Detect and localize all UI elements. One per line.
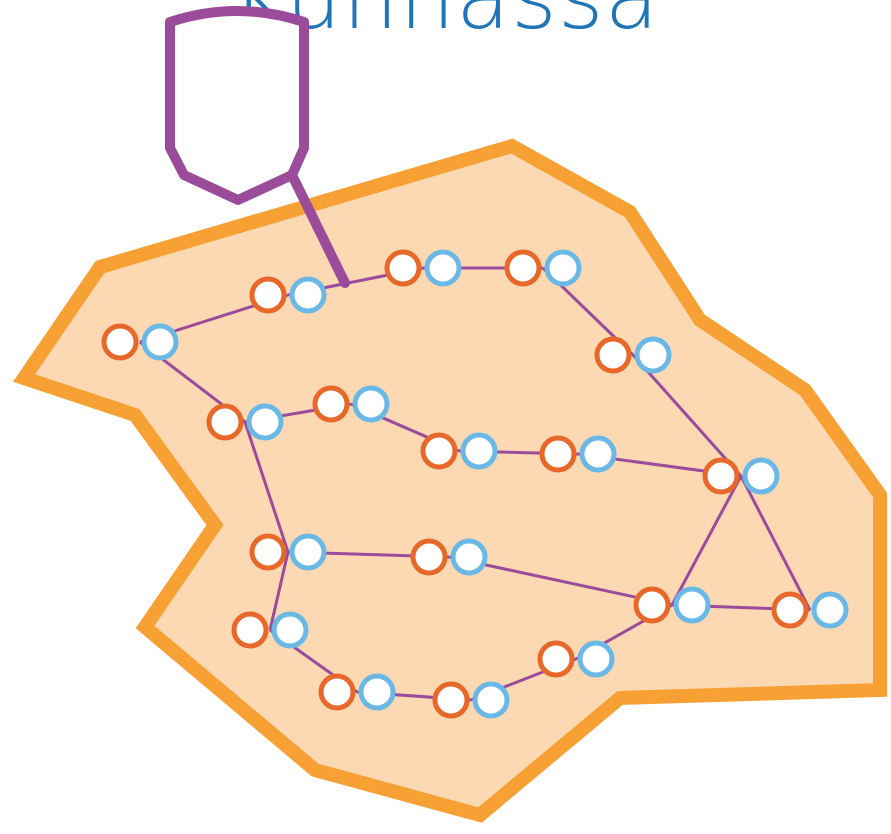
node-blue-ring (634, 336, 672, 374)
node-orange-ring (420, 432, 458, 470)
node-orange-ring (633, 586, 671, 624)
shield-icon (165, 6, 309, 205)
network-node (101, 323, 179, 361)
network-node (504, 249, 582, 287)
network-edge (631, 354, 743, 477)
node-blue-ring (289, 276, 327, 314)
node-blue-ring (141, 323, 179, 361)
node-blue-ring (742, 457, 780, 495)
network-node (633, 586, 711, 624)
shield-connector (287, 170, 350, 288)
node-orange-ring (206, 403, 244, 441)
network-edge (739, 475, 812, 611)
node-orange-ring (432, 681, 470, 719)
node-orange-ring (539, 435, 577, 473)
network-node (539, 435, 617, 473)
network-node (249, 533, 327, 571)
network-node (771, 591, 849, 629)
node-orange-ring (101, 323, 139, 361)
network-node (432, 681, 510, 719)
network-node (384, 249, 462, 287)
node-blue-ring (352, 385, 390, 423)
node-blue-ring (358, 673, 396, 711)
network-node (537, 640, 615, 678)
node-orange-ring (312, 385, 350, 423)
node-blue-ring (460, 432, 498, 470)
node-blue-ring (271, 611, 309, 649)
node-orange-ring (231, 611, 269, 649)
node-orange-ring (537, 640, 575, 678)
region-area (12, 138, 887, 823)
network-edge (670, 475, 743, 606)
node-orange-ring (384, 249, 422, 287)
network-edge (268, 551, 290, 631)
node-blue-ring (544, 249, 582, 287)
network-node (594, 336, 672, 374)
network-edge (243, 421, 290, 553)
node-orange-ring (318, 673, 356, 711)
node-orange-ring (594, 336, 632, 374)
node-orange-ring (771, 591, 809, 629)
node-blue-ring (579, 435, 617, 473)
network-node (420, 432, 498, 470)
network-node (410, 538, 488, 576)
network-node (206, 403, 284, 441)
node-blue-ring (450, 538, 488, 576)
node-blue-ring (811, 591, 849, 629)
node-orange-ring (504, 249, 542, 287)
network-node (702, 457, 780, 495)
node-blue-ring (424, 249, 462, 287)
network-node (231, 611, 309, 649)
node-blue-ring (246, 403, 284, 441)
network-edge (448, 555, 673, 607)
node-orange-ring (410, 538, 448, 576)
node-blue-ring (289, 533, 327, 571)
node-blue-ring (472, 681, 510, 719)
network-node (249, 276, 327, 314)
node-blue-ring (673, 586, 711, 624)
node-orange-ring (702, 457, 740, 495)
node-orange-ring (249, 533, 287, 571)
network-nodes (101, 249, 849, 719)
node-blue-ring (577, 640, 615, 678)
network-node (312, 385, 390, 423)
network-node (318, 673, 396, 711)
node-orange-ring (249, 276, 287, 314)
